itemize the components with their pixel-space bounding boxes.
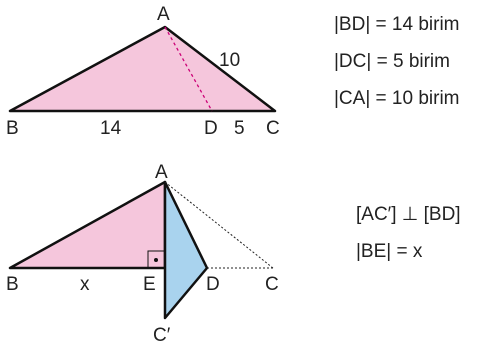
label-d-fig1: D: [204, 118, 218, 139]
label-a-fig1: A: [157, 4, 170, 25]
right-angle-mark: [147, 250, 166, 269]
triangle-abc: [8, 25, 277, 113]
length-dc: 5: [234, 118, 245, 139]
label-x: x: [80, 274, 90, 295]
label-e-fig2: E: [143, 274, 156, 295]
right-angle-dot: [154, 258, 158, 262]
triangle-abe: [8, 180, 167, 270]
label-b-fig2: B: [6, 274, 19, 295]
label-b-fig1: B: [6, 118, 19, 139]
given-be: |BE| = x: [356, 241, 423, 262]
length-bd: 14: [100, 118, 122, 139]
segment-ad-dashed: [164, 26, 213, 112]
given-dc: |DC| = 5 birim: [334, 51, 450, 72]
figure-1: A B D C 14 5 10: [6, 4, 280, 139]
segment-ac-dotted: [164, 181, 274, 269]
label-c-fig1: C: [266, 118, 280, 139]
label-d-fig2: D: [206, 274, 220, 295]
given-ca: |CA| = 10 birim: [334, 88, 460, 109]
label-c-fig2: C: [265, 274, 279, 295]
given-bd: |BD| = 14 birim: [334, 14, 460, 35]
length-ca: 10: [219, 50, 240, 71]
triangle-ac-prime-d: [163, 180, 209, 320]
given-perpendicular: [AC′] ⊥ [BD]: [356, 204, 461, 225]
label-a-fig2: A: [155, 162, 168, 183]
figure-2: A B x E D C C′: [6, 162, 279, 346]
label-c-prime: C′: [153, 325, 171, 346]
